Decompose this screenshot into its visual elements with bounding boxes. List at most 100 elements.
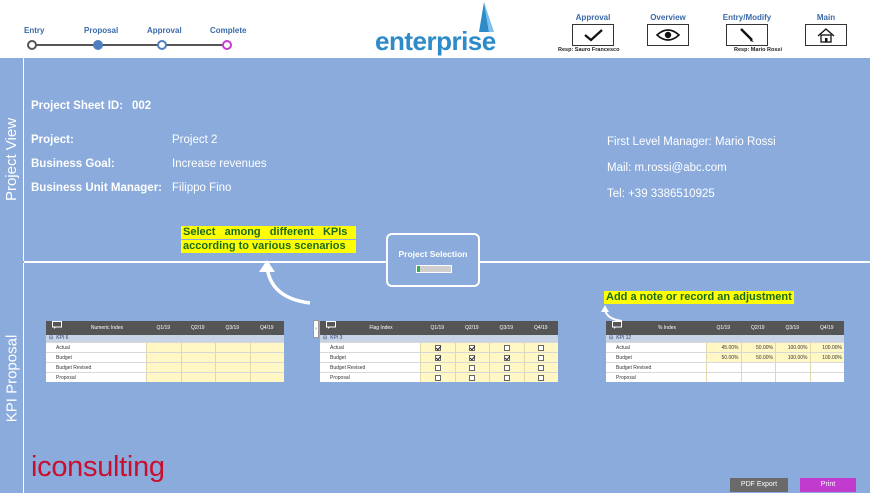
print-button[interactable]: Print	[800, 478, 856, 492]
collapse-icon[interactable]: ⊟	[323, 335, 328, 341]
kpi-subhead[interactable]: ⊟KPI 6	[46, 335, 284, 342]
table-cell[interactable]	[775, 373, 810, 382]
table-cell[interactable]: 50.00%	[740, 353, 775, 362]
table-cell[interactable]	[706, 363, 741, 372]
collapse-icon[interactable]: ⊟	[609, 335, 614, 341]
note-callout: Add a note or record an adjustment	[604, 291, 794, 304]
checkbox[interactable]	[434, 355, 441, 361]
step-complete-dot[interactable]	[222, 40, 232, 50]
checkbox[interactable]	[503, 365, 510, 371]
table-cell[interactable]	[146, 373, 181, 382]
checkbox[interactable]	[503, 375, 510, 381]
kpi-table-header: Numeric Index Q1/19 Q2/19 Q3/19 Q4/19	[46, 321, 284, 335]
checkbox[interactable]	[434, 375, 441, 381]
table-cell[interactable]	[215, 363, 250, 372]
table-cell[interactable]	[146, 343, 181, 352]
table-cell[interactable]	[249, 363, 284, 372]
project-selection-toggle[interactable]	[416, 265, 452, 273]
table-cell[interactable]: 100.00%	[809, 343, 844, 352]
eye-icon	[656, 29, 680, 41]
table-cell[interactable]: 45.00%	[706, 343, 741, 352]
quarter-header: Q1/19	[716, 325, 731, 331]
table-cell[interactable]	[146, 353, 181, 362]
comment-icon[interactable]	[320, 321, 342, 335]
collapse-icon[interactable]: ⊟	[49, 335, 54, 341]
table-cell[interactable]	[180, 353, 215, 362]
table-cell[interactable]	[740, 373, 775, 382]
overview-button[interactable]	[647, 24, 689, 46]
table-cell[interactable]	[146, 363, 181, 372]
kpi-callout-line1: Select among different KPIs	[181, 226, 356, 239]
step-proposal-dot[interactable]	[93, 40, 103, 50]
table-cell[interactable]	[706, 373, 741, 382]
table-cell[interactable]	[180, 363, 215, 372]
table-cell[interactable]	[215, 373, 250, 382]
table-cell	[454, 343, 489, 352]
checkbox[interactable]	[469, 375, 476, 381]
checkbox[interactable]	[469, 365, 476, 371]
step-entry-dot[interactable]	[27, 40, 37, 50]
table-cell[interactable]	[180, 343, 215, 352]
table-cell[interactable]: 100.00%	[775, 353, 810, 362]
checkbox[interactable]	[434, 345, 441, 351]
step-entry-label: Entry	[24, 26, 45, 35]
table-cell[interactable]: 50.00%	[706, 353, 741, 362]
business-goal-value: Increase revenues	[172, 158, 267, 170]
checkbox[interactable]	[469, 345, 476, 351]
tab-kpi-proposal[interactable]: KPI Proposal	[0, 263, 24, 493]
kpi-name: KPI 12	[616, 335, 632, 341]
table-cell[interactable]	[740, 363, 775, 372]
kpi-subhead[interactable]: ⊟KPI 3	[320, 335, 558, 342]
table-cell[interactable]	[775, 363, 810, 372]
checkbox[interactable]	[538, 365, 545, 371]
table-cell[interactable]	[215, 353, 250, 362]
row-label: Actual	[606, 343, 706, 352]
quarter-header: Q4/19	[259, 325, 274, 331]
main-panel: Project View KPI Proposal Project Sheet …	[0, 58, 870, 493]
project-value: Project 2	[172, 134, 218, 146]
table-row: Actual	[46, 342, 284, 352]
table-cell[interactable]	[180, 373, 215, 382]
checkbox[interactable]	[538, 345, 545, 351]
table-cell	[523, 373, 558, 382]
table-cell[interactable]: 50.00%	[740, 343, 775, 352]
table-cell	[523, 353, 558, 362]
table-cell[interactable]	[249, 353, 284, 362]
table-cell	[454, 363, 489, 372]
main-label: Main	[816, 13, 836, 22]
tab-project-view[interactable]: Project View	[0, 58, 24, 261]
kpi-table-numeric: Numeric Index Q1/19 Q2/19 Q3/19 Q4/19 ⊟K…	[46, 321, 284, 382]
progress-line	[32, 44, 230, 46]
kpi-subhead[interactable]: ⊟KPI 12	[606, 335, 844, 342]
table-row: Proposal	[46, 372, 284, 382]
main-button[interactable]	[805, 24, 847, 46]
table-cell[interactable]	[809, 363, 844, 372]
checkbox[interactable]	[469, 355, 476, 361]
checkbox[interactable]	[503, 345, 510, 351]
entry-modify-button[interactable]	[726, 24, 768, 46]
comment-icon[interactable]	[46, 321, 68, 335]
expand-panel-button[interactable]: ›	[313, 320, 319, 338]
bum-value: Filippo Fino	[172, 182, 232, 194]
pdf-export-button[interactable]: PDF Export	[730, 478, 788, 492]
approval-button[interactable]	[572, 24, 614, 46]
table-cell[interactable]	[249, 373, 284, 382]
table-cell[interactable]: 100.00%	[775, 343, 810, 352]
table-cell[interactable]: 100.00%	[809, 353, 844, 362]
checkbox[interactable]	[538, 355, 545, 361]
sheet-id-label: Project Sheet ID:	[31, 100, 124, 112]
table-cell[interactable]	[249, 343, 284, 352]
project-selection-box[interactable]: Project Selection	[386, 233, 480, 287]
quarter-header: Q4/19	[533, 325, 548, 331]
checkbox[interactable]	[538, 375, 545, 381]
step-approval-dot[interactable]	[157, 40, 167, 50]
table-cell[interactable]	[809, 373, 844, 382]
table-row: Proposal	[606, 372, 844, 382]
table-cell	[420, 353, 455, 362]
home-icon	[817, 27, 835, 43]
checkbox[interactable]	[434, 365, 441, 371]
table-cell[interactable]	[215, 343, 250, 352]
quarter-header: Q1/19	[156, 325, 171, 331]
comment-icon[interactable]	[606, 321, 628, 335]
checkbox[interactable]	[503, 355, 510, 361]
